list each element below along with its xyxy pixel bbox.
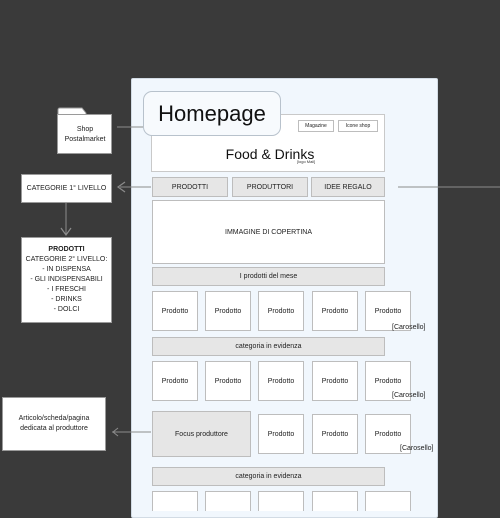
note-prodotti-line: - IN DISPENSA xyxy=(42,266,91,273)
product-card[interactable]: Prodotto xyxy=(365,414,411,454)
note-prodotti-line: - DRINKS xyxy=(51,296,82,303)
arrow-left-icon xyxy=(112,427,119,437)
product-card[interactable]: Prodotto xyxy=(312,414,358,454)
note-prodotti-line: - GLI INDISPENSABILI xyxy=(30,276,103,283)
carousel-label: [Carosello] xyxy=(392,324,426,331)
icone-shop-link[interactable]: Icone shop xyxy=(338,120,378,132)
note-prodotti: PRODOTTI CATEGORIE 2° LIVELLO: - IN DISP… xyxy=(21,237,112,323)
product-card[interactable]: Prodotto xyxy=(258,361,304,401)
cover-image: IMMAGINE DI COPERTINA xyxy=(152,200,385,264)
note-articolo-produttore: Articolo/scheda/pagina dedicata al produ… xyxy=(2,397,106,451)
product-card[interactable]: Prodotto xyxy=(365,361,411,401)
product-card[interactable]: Prodotto xyxy=(152,361,198,401)
note-prodotti-title: PRODOTTI xyxy=(48,246,85,253)
section-categoria-evidenza-2: categoria in evidenza xyxy=(152,467,385,486)
note-prodotti-line: CATEGORIE 2° LIVELLO: xyxy=(25,256,108,263)
logo-text: Food & Drinks xyxy=(225,146,315,162)
product-card[interactable]: Prodotto xyxy=(312,361,358,401)
folder-icon xyxy=(57,107,112,154)
note-categorie-livello: CATEGORIE 1° LIVELLO xyxy=(21,174,112,203)
logo-subtext: [logo Mail] xyxy=(297,159,316,164)
section-categoria-evidenza: categoria in evidenza xyxy=(152,337,385,356)
nav-prodotti[interactable]: PRODOTTI xyxy=(152,177,228,197)
nav-produttori[interactable]: PRODUTTORI xyxy=(232,177,308,197)
focus-produttore[interactable]: Focus produttore xyxy=(152,411,251,457)
carousel-label: [Carosello] xyxy=(400,445,434,452)
note-prodotti-line: - I FRESCHI xyxy=(47,286,86,293)
product-card[interactable]: Prodotto xyxy=(258,414,304,454)
carousel-label: [Carosello] xyxy=(392,392,426,399)
magazine-link[interactable]: Magazine xyxy=(298,120,334,132)
product-card[interactable]: Prodotto xyxy=(312,291,358,331)
arrow-left-icon xyxy=(116,181,126,193)
page-title: Homepage xyxy=(143,91,281,136)
product-card[interactable]: Prodotto xyxy=(205,361,251,401)
product-card[interactable]: Prodotto xyxy=(365,291,411,331)
product-card[interactable]: Prodotto xyxy=(258,291,304,331)
connectors xyxy=(60,126,500,437)
product-card[interactable]: Prodotto xyxy=(205,291,251,331)
note-shop: Shop Postalmarket xyxy=(64,126,106,143)
section-prodotti-mese: I prodotti del mese xyxy=(152,267,385,286)
arrow-down-icon xyxy=(60,227,72,237)
nav-idee-regalo[interactable]: IDEE REGALO xyxy=(311,177,385,197)
product-card[interactable]: Prodotto xyxy=(152,291,198,331)
note-prodotti-line: - DOLCI xyxy=(53,306,80,313)
